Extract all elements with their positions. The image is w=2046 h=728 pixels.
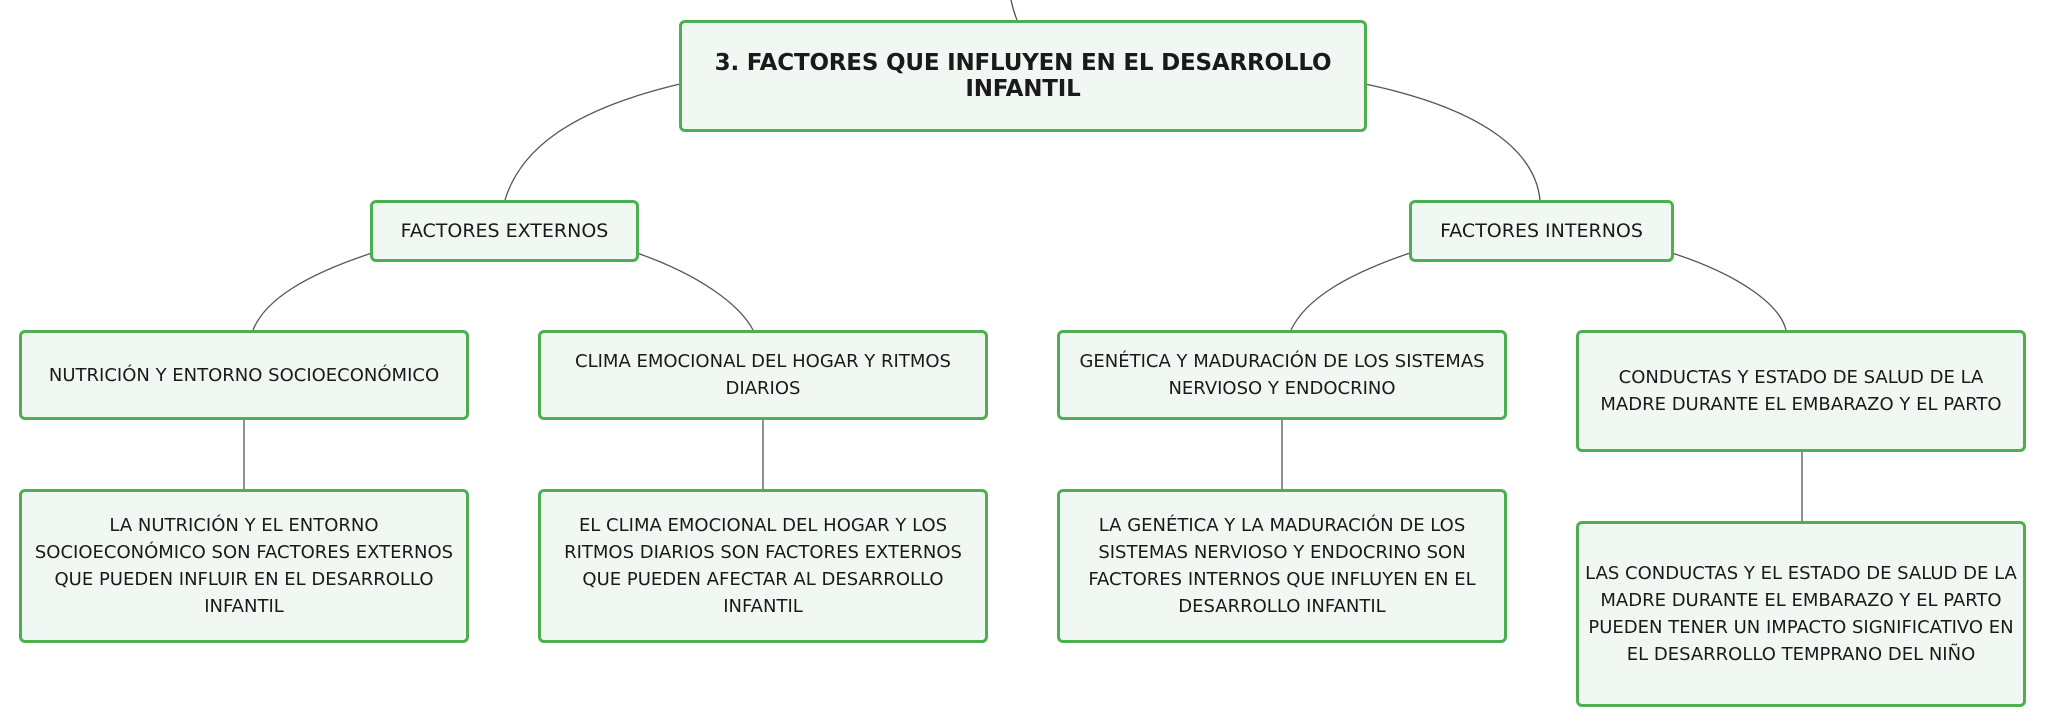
topic-conductas-madre[interactable]: CONDUCTAS Y ESTADO DE SALUD DE LA MADRE …: [1576, 330, 2026, 452]
detail-text: EL CLIMA EMOCIONAL DEL HOGAR Y LOS RITMO…: [564, 515, 962, 617]
root-topic-title: 3. FACTORES QUE INFLUYEN EN EL DESARROLL…: [714, 50, 1332, 102]
detail-clima-emocional[interactable]: EL CLIMA EMOCIONAL DEL HOGAR Y LOS RITMO…: [538, 489, 988, 643]
topic-label: GENÉTICA Y MADURACIÓN DE LOS SISTEMAS NE…: [1079, 351, 1485, 399]
detail-text: LA NUTRICIÓN Y EL ENTORNO SOCIOECONÓMICO…: [34, 515, 454, 617]
branch-factores-externos[interactable]: FACTORES EXTERNOS: [370, 200, 639, 262]
connector-externos-clima: [636, 252, 754, 331]
connector-root-externos: [504, 83, 681, 201]
topic-genetica[interactable]: GENÉTICA Y MADURACIÓN DE LOS SISTEMAS NE…: [1057, 330, 1507, 420]
branch-label: FACTORES EXTERNOS: [400, 220, 609, 242]
connector-externos-nutricion: [252, 252, 373, 331]
branch-label: FACTORES INTERNOS: [1440, 220, 1643, 242]
detail-text: LAS CONDUCTAS Y EL ESTADO DE SALUD DE LA…: [1585, 563, 2017, 665]
connector-internos-genetica: [1290, 252, 1411, 331]
topic-label: NUTRICIÓN Y ENTORNO SOCIOECONÓMICO: [48, 364, 440, 386]
branch-factores-internos[interactable]: FACTORES INTERNOS: [1409, 200, 1674, 262]
detail-conductas-madre[interactable]: LAS CONDUCTAS Y EL ESTADO DE SALUD DE LA…: [1576, 521, 2026, 707]
topic-clima-emocional[interactable]: CLIMA EMOCIONAL DEL HOGAR Y RITMOS DIARI…: [538, 330, 988, 420]
topic-label: CONDUCTAS Y ESTADO DE SALUD DE LA MADRE …: [1600, 367, 2002, 415]
connector-internos-conductas: [1671, 252, 1787, 331]
topic-nutricion[interactable]: NUTRICIÓN Y ENTORNO SOCIOECONÓMICO: [19, 330, 469, 420]
detail-text: LA GENÉTICA Y LA MADURACIÓN DE LOS SISTE…: [1088, 515, 1476, 617]
detail-genetica[interactable]: LA GENÉTICA Y LA MADURACIÓN DE LOS SISTE…: [1057, 489, 1507, 643]
connector-root-internos: [1364, 83, 1541, 201]
detail-nutricion[interactable]: LA NUTRICIÓN Y EL ENTORNO SOCIOECONÓMICO…: [19, 489, 469, 643]
root-topic[interactable]: 3. FACTORES QUE INFLUYEN EN EL DESARROLL…: [679, 20, 1367, 132]
topic-label: CLIMA EMOCIONAL DEL HOGAR Y RITMOS DIARI…: [575, 351, 951, 399]
connector-parent-root: [1010, 0, 1018, 21]
